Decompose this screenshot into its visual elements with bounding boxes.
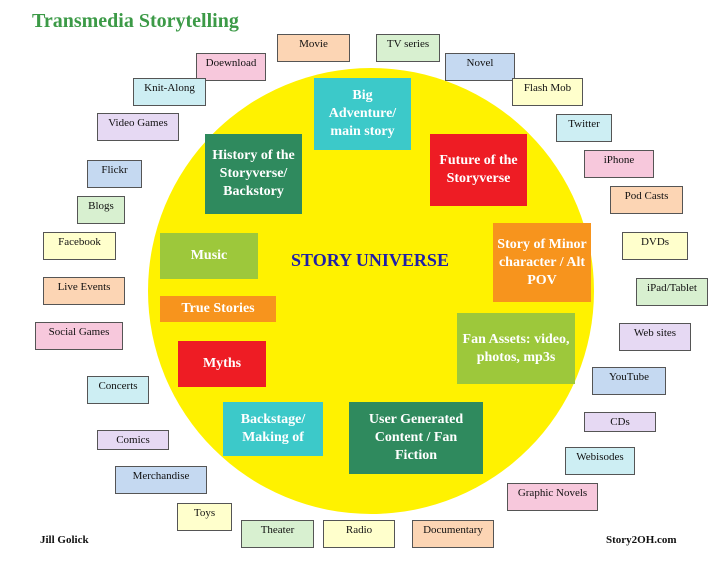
user-generated-box: User Generated Content / Fan Fiction <box>349 402 483 474</box>
doewnload-box: Doewnload <box>196 53 266 81</box>
flash-mob-box: Flash Mob <box>512 78 583 106</box>
site-credit: Story2OH.com <box>606 534 677 546</box>
flickr-box: Flickr <box>87 160 142 188</box>
facebook-box: Facebook <box>43 232 116 260</box>
novel-box: Novel <box>445 53 515 81</box>
big-adventure-box: Big Adventure/ main story <box>314 78 411 150</box>
fan-assets-box: Fan Assets: video, photos, mp3s <box>457 313 575 384</box>
comics-box: Comics <box>97 430 169 450</box>
cds-box: CDs <box>584 412 656 432</box>
toys-box: Toys <box>177 503 232 531</box>
author-credit: Jill Golick <box>40 534 89 546</box>
social-games-box: Social Games <box>35 322 123 350</box>
myths-box: Myths <box>178 341 266 387</box>
blogs-box: Blogs <box>77 196 125 224</box>
theater-box: Theater <box>241 520 314 548</box>
graphic-novels-box: Graphic Novels <box>507 483 598 511</box>
music-box: Music <box>160 233 258 279</box>
merchandise-box: Merchandise <box>115 466 207 494</box>
true-stories-box: True Stories <box>160 296 276 322</box>
concerts-box: Concerts <box>87 376 149 404</box>
web-sites-box: Web sites <box>619 323 691 351</box>
knit-along-box: Knit-Along <box>133 78 206 106</box>
documentary-box: Documentary <box>412 520 494 548</box>
youtube-box: YouTube <box>592 367 666 395</box>
iphone-box: iPhone <box>584 150 654 178</box>
backstage-box: Backstage/ Making of <box>223 402 323 456</box>
twitter-box: Twitter <box>556 114 612 142</box>
tv-series-box: TV series <box>376 34 440 62</box>
future-box: Future of the Storyverse <box>430 134 527 206</box>
movie-box: Movie <box>277 34 350 62</box>
story-universe-label: STORY UNIVERSE <box>291 250 449 270</box>
dvds-box: DVDs <box>622 232 688 260</box>
video-games-box: Video Games <box>97 113 179 141</box>
live-events-box: Live Events <box>43 277 125 305</box>
radio-box: Radio <box>323 520 395 548</box>
ipad-tablet-box: iPad/Tablet <box>636 278 708 306</box>
history-box: History of the Storyverse/ Backstory <box>205 134 302 214</box>
webisodes-box: Webisodes <box>565 447 635 475</box>
page-title: Transmedia Storytelling <box>32 10 239 32</box>
pod-casts-box: Pod Casts <box>610 186 683 214</box>
minor-character-box: Story of Minor character / Alt POV <box>493 223 591 302</box>
